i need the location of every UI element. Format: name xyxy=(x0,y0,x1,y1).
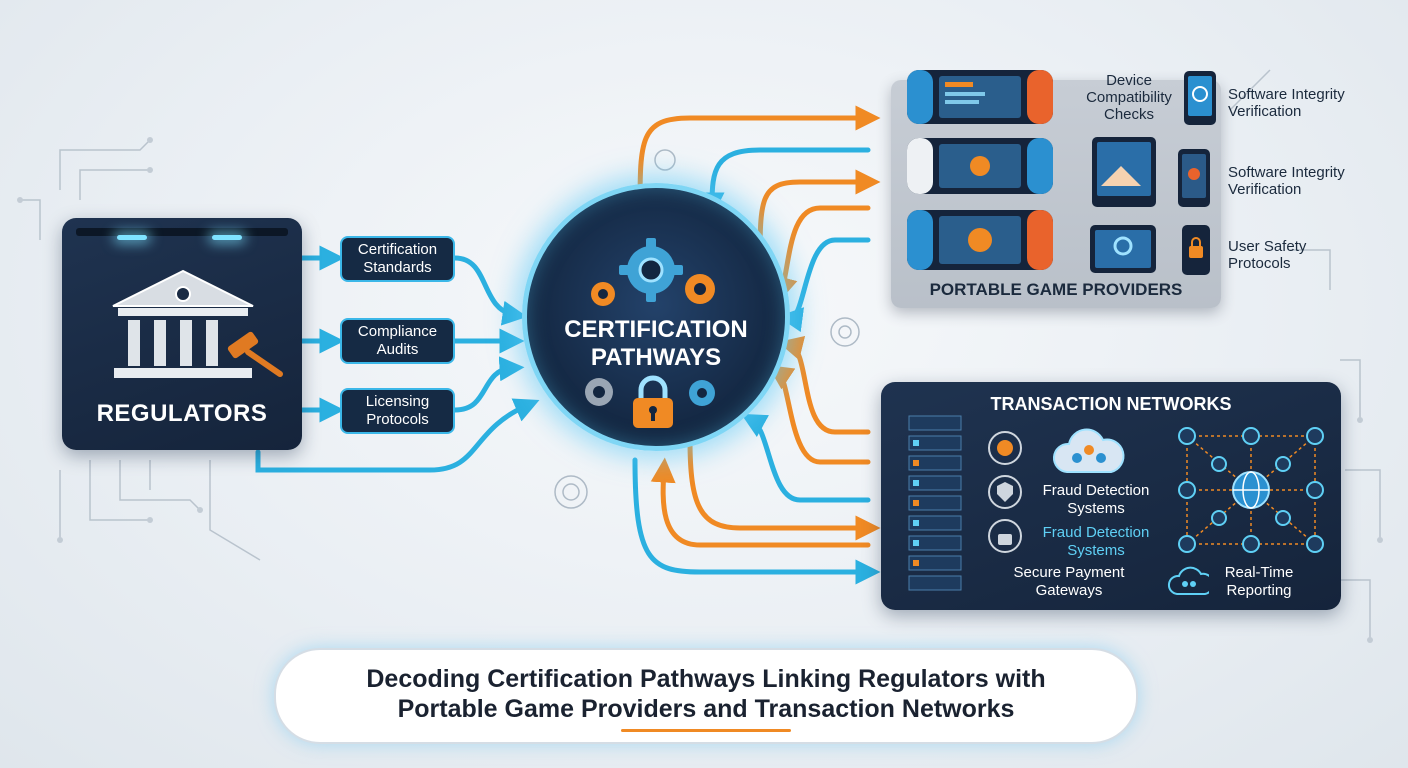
software-integrity-text-2: Software Integrity Verification xyxy=(1228,164,1345,198)
caption-text: Decoding Certification Pathways Linking … xyxy=(276,650,1136,724)
fraud-detection-text-1: Fraud Detection Systems xyxy=(1042,482,1150,517)
regulator-arrows xyxy=(299,245,345,423)
hub-title-line2: PATHWAYS xyxy=(590,344,722,371)
handheld-console-icon-white[interactable] xyxy=(905,136,1055,196)
phone-icon[interactable] xyxy=(1177,148,1211,208)
gear-icon-grey xyxy=(585,378,613,406)
decorative-targets xyxy=(554,149,860,509)
portable-panel-title: PORTABLE GAME PROVIDERS xyxy=(929,280,1183,299)
user-tablet-icon[interactable] xyxy=(1089,224,1157,274)
transaction-panel-title: TRANSACTION NETWORKS xyxy=(990,394,1232,414)
fraud-detection-text-2: Fraud Detection Systems xyxy=(1042,524,1150,559)
handheld-console-icon[interactable] xyxy=(905,66,1055,128)
gear-icon xyxy=(619,238,683,302)
spotlight-bar xyxy=(76,228,288,236)
globe-network-icon xyxy=(1178,427,1324,553)
regulators-panel[interactable]: REGULATORS xyxy=(62,218,302,450)
caption-line1: Decoding Certification Pathways Linking … xyxy=(366,665,1046,693)
gear-icon-blue-small xyxy=(689,380,715,406)
box-to-hub-arrows xyxy=(255,255,540,473)
circuit-lines xyxy=(20,69,1381,640)
spotlight-right xyxy=(212,235,242,240)
user-safety-text: User Safety Protocols xyxy=(1228,238,1307,272)
regulators-title: REGULATORS xyxy=(96,400,268,427)
software-integrity-text-1: Software Integrity Verification xyxy=(1228,86,1345,120)
padlock-phone-icon[interactable] xyxy=(1181,224,1211,276)
hub-title-line1: CERTIFICATION xyxy=(564,316,748,343)
hub-title: CERTIFICATION PATHWAYS xyxy=(527,316,785,372)
tablet-icon-landscape[interactable] xyxy=(1091,136,1157,208)
transaction-networks-panel[interactable]: TRANSACTION NETWORKS Fraud Detection Sys… xyxy=(881,382,1341,610)
hub-transaction-arrows xyxy=(632,335,881,585)
licensing-protocols-box[interactable]: Licensing Protocols xyxy=(340,388,455,434)
gavel-icon xyxy=(227,331,283,377)
gear-icon-orange-right xyxy=(685,274,715,304)
gear-icon-orange-left xyxy=(591,282,615,306)
padlock-icon xyxy=(633,375,673,428)
caption-line2: Portable Game Providers and Transaction … xyxy=(397,695,1015,723)
real-time-reporting-text: Real-Time Reporting xyxy=(1224,564,1294,599)
caption-banner: Decoding Certification Pathways Linking … xyxy=(274,648,1138,744)
tablet-icon[interactable] xyxy=(1183,70,1217,126)
device-compatibility-checks-text: Device Compatibility Checks xyxy=(1086,72,1172,123)
portable-game-providers-panel[interactable]: Device Compatibility Checks PORTABLE GAM… xyxy=(891,70,1221,308)
certification-standards-box[interactable]: Certification Standards xyxy=(340,236,455,282)
courthouse-icon xyxy=(112,269,254,378)
server-rack-icon xyxy=(908,415,962,591)
cloud-network-icon xyxy=(1052,428,1125,473)
shield-icon xyxy=(988,475,1022,509)
certification-pathways-hub[interactable]: CERTIFICATION PATHWAYS xyxy=(522,183,790,451)
spotlight-left xyxy=(117,235,147,240)
caption-underline xyxy=(621,729,791,732)
handheld-console-icon-orange[interactable] xyxy=(905,208,1055,272)
padlock-icon-transaction xyxy=(988,519,1022,553)
gear-icon-transaction xyxy=(988,431,1022,465)
users-cloud-icon xyxy=(1168,566,1209,595)
circuit-nodes xyxy=(17,137,1383,643)
secure-payment-text: Secure Payment Gateways xyxy=(1013,564,1125,599)
compliance-audits-box[interactable]: Compliance Audits xyxy=(340,318,455,364)
